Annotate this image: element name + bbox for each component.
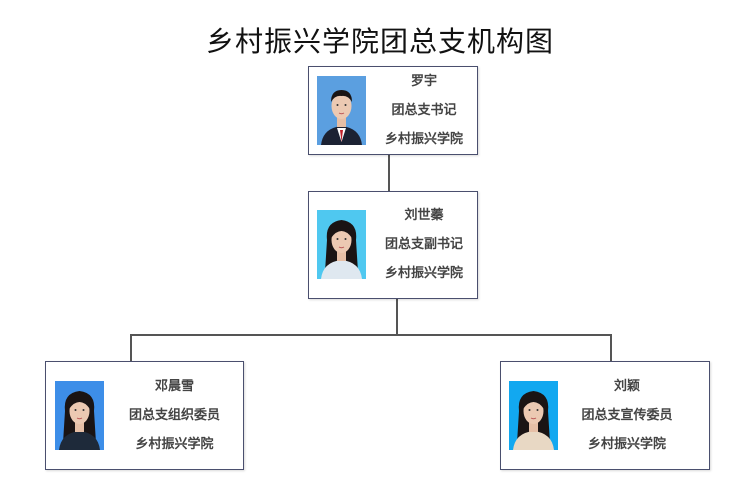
- member-org: 乡村振兴学院: [587, 437, 666, 452]
- member-org: 乡村振兴学院: [384, 266, 463, 281]
- member-role: 团总支书记: [391, 103, 457, 118]
- member-card-secretary: 罗宇 团总支书记 乡村振兴学院: [308, 66, 478, 155]
- member-card-deputy-secretary: 刘世蓁 团总支副书记 乡村振兴学院: [308, 191, 478, 299]
- member-role: 团总支组织委员: [128, 408, 220, 423]
- connector-line: [130, 334, 132, 361]
- member-photo: [509, 381, 558, 450]
- member-card-publicity: 刘颖 团总支宣传委员 乡村振兴学院: [500, 361, 710, 470]
- member-name: 刘颖: [613, 379, 640, 394]
- chart-title: 乡村振兴学院团总支机构图: [205, 25, 554, 58]
- member-photo: [317, 76, 366, 145]
- member-org: 乡村振兴学院: [384, 132, 463, 147]
- member-photo: [55, 381, 104, 450]
- member-card-organization: 邓晨雪 团总支组织委员 乡村振兴学院: [45, 361, 244, 470]
- connector-line: [130, 334, 612, 336]
- connector-line: [388, 154, 390, 191]
- member-photo: [317, 210, 366, 279]
- member-name: 刘世蓁: [404, 208, 444, 223]
- member-role: 团总支宣传委员: [581, 408, 673, 423]
- connector-line: [396, 298, 398, 335]
- member-name: 邓晨雪: [154, 379, 194, 394]
- connector-line: [610, 334, 612, 361]
- member-name: 罗宇: [410, 74, 437, 89]
- member-org: 乡村振兴学院: [135, 437, 214, 452]
- member-role: 团总支副书记: [384, 237, 463, 252]
